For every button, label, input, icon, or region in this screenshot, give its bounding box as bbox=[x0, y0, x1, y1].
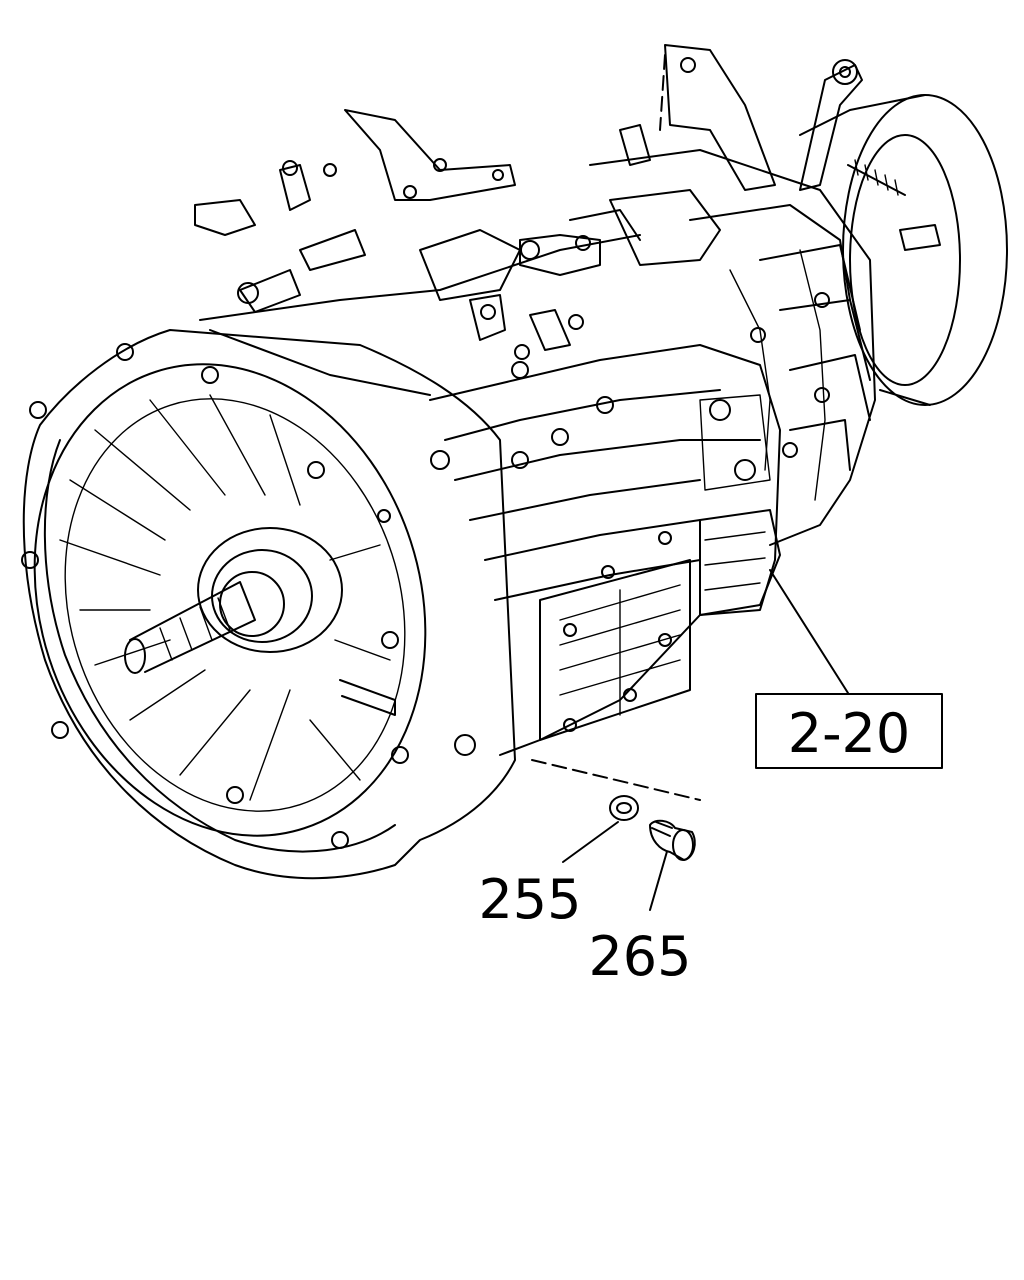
transmission-assembly-drawing bbox=[21, 44, 1008, 880]
leader-255 bbox=[562, 821, 619, 863]
drain-plug-callout-label: 265 bbox=[588, 925, 691, 988]
release-fork-flange bbox=[799, 59, 1008, 406]
washer-callout-label: 255 bbox=[478, 868, 581, 931]
assembly-ref-label: 2-20 bbox=[788, 702, 911, 765]
assembly-ref-box bbox=[755, 693, 943, 769]
input-shaft bbox=[124, 527, 396, 716]
bell-housing bbox=[21, 329, 516, 880]
leader-2-20 bbox=[769, 569, 849, 694]
lower-case bbox=[699, 509, 781, 616]
gearbox-case bbox=[429, 344, 781, 756]
dashed-install-line bbox=[531, 759, 701, 801]
shift-tower bbox=[194, 109, 651, 396]
leader-265 bbox=[649, 847, 669, 911]
washer-255 bbox=[609, 795, 639, 821]
rear-housing bbox=[589, 44, 876, 546]
drain-plug-265 bbox=[649, 819, 696, 861]
callout-leaders bbox=[531, 569, 849, 911]
